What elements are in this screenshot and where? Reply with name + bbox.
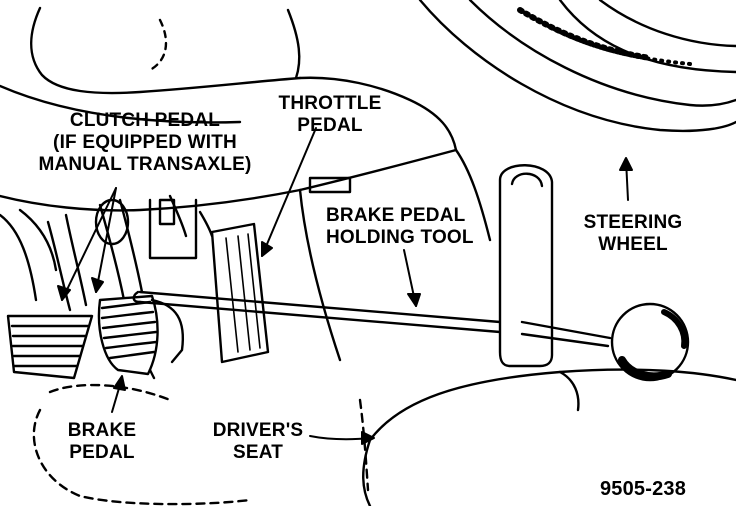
leader-lines [57, 127, 633, 445]
steering-wheel [418, 0, 736, 133]
brake-pedal-pad [97, 294, 185, 380]
figure-code: 9505-238 [599, 478, 687, 500]
drivers-seat [32, 368, 736, 506]
instrument-panel [0, 6, 458, 212]
holding-tool [132, 164, 690, 382]
drivers-seat-label: DRIVER'S SEAT [212, 420, 304, 463]
clutch-pedal-pad [6, 314, 94, 380]
holding-tool-label: BRAKE PEDAL HOLDING TOOL [326, 205, 474, 248]
clutch-pedal-label: CLUTCH PEDAL (IF EQUIPPED WITH MANUAL TR… [38, 110, 252, 175]
brake-pedal-label: BRAKE PEDAL [67, 420, 137, 463]
throttle-pedal-label: THROTTLE PEDAL [278, 93, 382, 136]
console-panel [0, 176, 352, 302]
steering-wheel-label: STEERING WHEEL [583, 212, 683, 255]
throttle-pedal [198, 210, 270, 364]
steering-column [298, 148, 492, 362]
pedal-linkage [46, 194, 198, 312]
